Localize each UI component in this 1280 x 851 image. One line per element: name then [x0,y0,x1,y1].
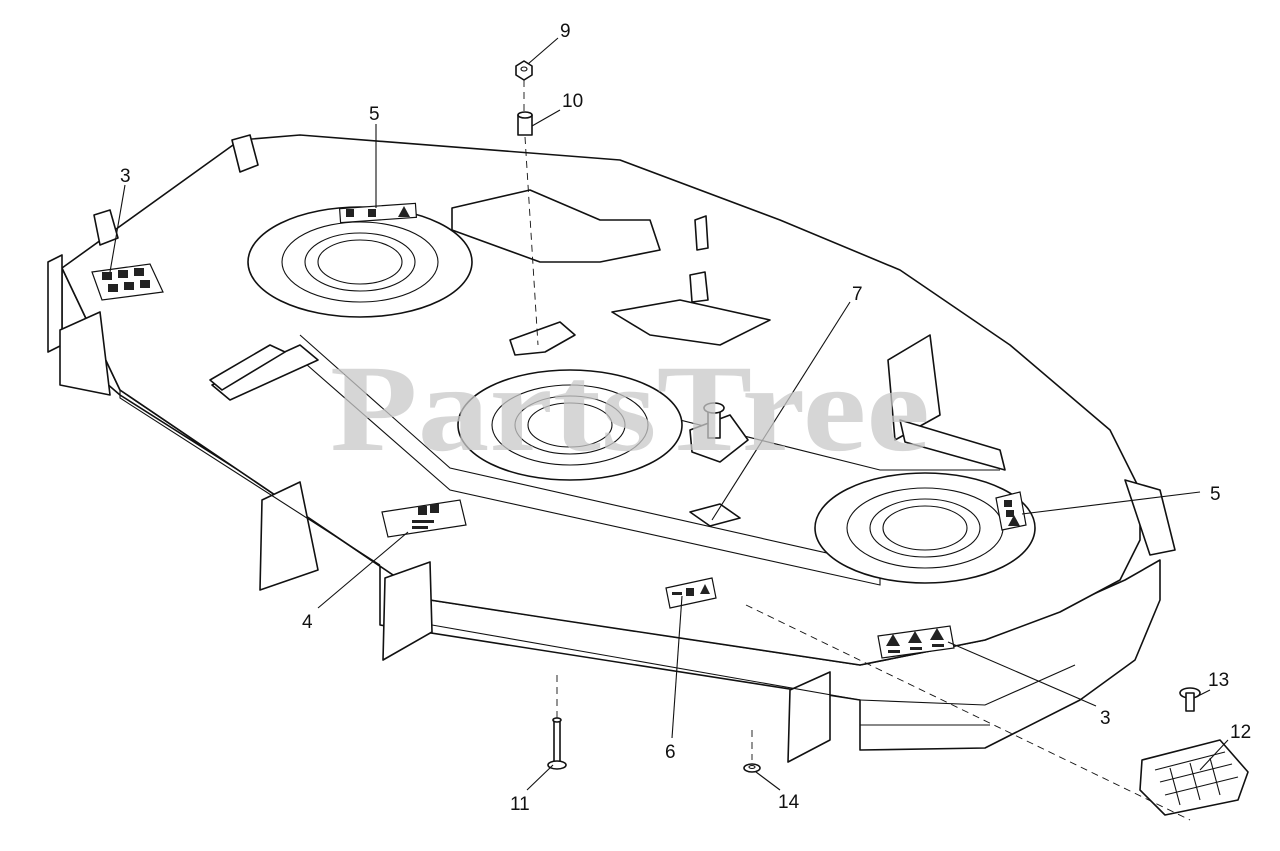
decal-5-left [338,202,418,224]
callout-12: 12 [1230,722,1251,743]
leader-lines [109,37,1229,791]
assembly-lines [523,80,1191,821]
callout-6: 6 [665,742,676,763]
bolt-11 [547,717,567,770]
callout-3: 3 [120,166,131,187]
spindle-right [814,472,1036,584]
decal-5-right [995,491,1027,531]
decal-4 [381,499,467,538]
callout-5: 5 [369,104,380,125]
callout-5: 5 [1210,484,1221,505]
idler-pulley-post [703,402,725,439]
callout-7: 7 [852,284,863,305]
spindle-left [247,206,473,318]
nut-14 [743,763,761,773]
spindle-center [457,369,683,481]
decal-3-right [877,625,955,659]
spacer-10 [517,111,533,136]
callout-4: 4 [302,612,313,633]
decal-3-left [91,263,164,301]
callout-11: 11 [510,794,530,815]
nut-9 [515,60,533,81]
decal-6 [665,577,717,609]
pin-13 [1179,687,1201,712]
callout-13: 13 [1208,670,1229,691]
callout-14: 14 [778,792,800,813]
callout-9: 9 [560,21,571,42]
bumper-roller-12 [1139,739,1249,816]
callout-labels: 9 10 5 3 7 5 4 6 3 13 12 11 14 [120,21,1251,815]
callout-3: 3 [1100,708,1111,729]
watermark: PartsTree [330,340,930,477]
callout-10: 10 [562,91,583,112]
